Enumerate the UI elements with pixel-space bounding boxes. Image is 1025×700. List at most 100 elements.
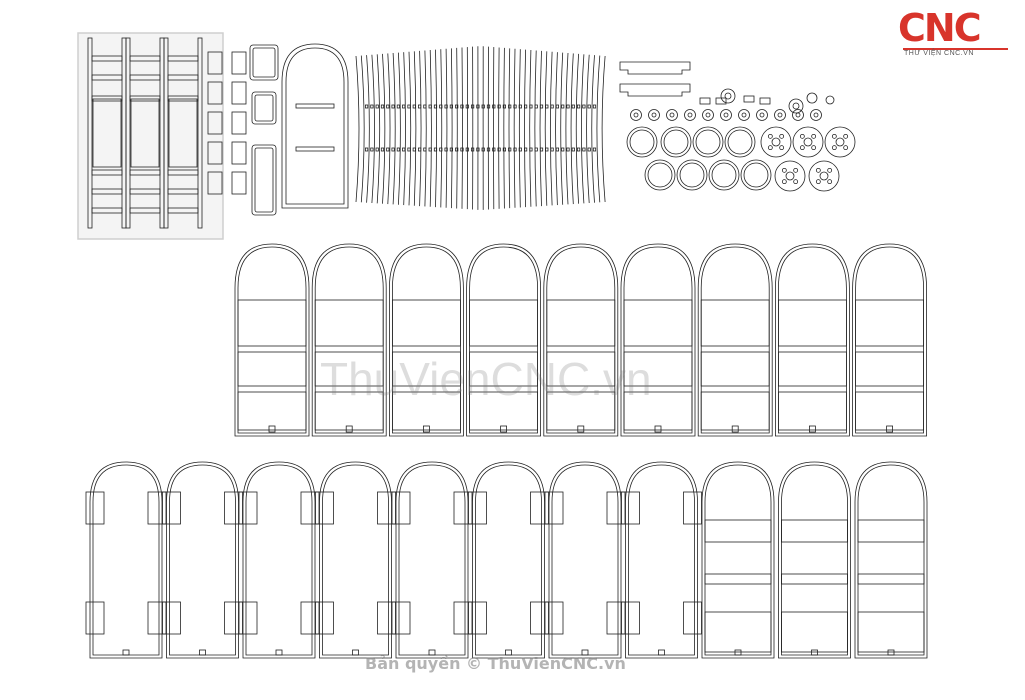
rib-notch [555, 104, 560, 109]
window-opening [546, 299, 616, 347]
wheel-inner [629, 129, 655, 155]
clip [715, 97, 727, 105]
rib [591, 55, 595, 203]
tab-right [453, 491, 473, 525]
rib-notch [439, 104, 443, 109]
panel-row-1 [234, 243, 927, 437]
window-opening [237, 351, 307, 387]
rib [440, 49, 443, 208]
rib-notch [439, 147, 443, 152]
rib-notch [587, 104, 591, 109]
rib [503, 47, 505, 209]
window-opening [623, 351, 693, 387]
floor-panel-inner [398, 464, 466, 656]
washer-hole [777, 112, 783, 118]
rib-notch [455, 104, 459, 109]
washer [792, 109, 804, 121]
window-opening [700, 299, 770, 347]
lower-opening [391, 391, 461, 431]
rib-notch [423, 147, 427, 152]
hub [803, 137, 813, 147]
hub-bolt [799, 145, 805, 151]
rib-notch [380, 147, 385, 152]
tab-left [85, 601, 105, 635]
floor-panel-inner [704, 464, 772, 656]
rib-notch [449, 104, 454, 109]
side-piece [231, 111, 247, 135]
rib [424, 50, 427, 207]
parts-sheet-bg [77, 32, 224, 240]
rib-notch [380, 104, 385, 109]
hub-bolt [831, 145, 837, 151]
washer [738, 109, 750, 121]
rib [429, 50, 432, 207]
rib-notch [518, 147, 522, 152]
rib-notch [545, 104, 549, 109]
floor-panel-inner [857, 464, 925, 656]
window-opening [469, 351, 539, 387]
side-panel-inner [778, 246, 847, 434]
gear [720, 88, 736, 104]
top-left-parts-sheet [77, 32, 349, 240]
rib-notch [513, 104, 517, 109]
cnc-logo[interactable]: CNC THƯ VIỆN CNC.VN [898, 6, 1018, 62]
rib-notch [417, 147, 422, 152]
rail [129, 207, 161, 214]
rib-notch [423, 104, 427, 109]
hub-bolt [811, 145, 817, 151]
rib-notch [412, 147, 416, 152]
hub-wheel [774, 160, 806, 192]
floor-panel [854, 461, 928, 659]
floor-panel [319, 461, 392, 659]
logo-subtext: THƯ VIỆN CNC.VN [904, 50, 974, 57]
rib-notch [407, 104, 411, 109]
tab-left [621, 491, 640, 525]
side-piece [207, 171, 223, 195]
rib [419, 50, 422, 207]
side-piece [207, 81, 223, 105]
rib-notch [582, 147, 586, 152]
rib [508, 48, 511, 209]
rib-notch [534, 104, 538, 109]
tab-right [683, 601, 702, 635]
door-piece [251, 91, 277, 125]
side-panel-inner [855, 246, 924, 434]
rib-notch [577, 104, 581, 109]
side-panel [466, 243, 541, 437]
tab-left [468, 601, 487, 635]
tab-right [377, 491, 396, 525]
side-piece [231, 141, 247, 165]
rib-notch [524, 147, 528, 152]
rib-notch [375, 147, 379, 152]
washer-hole [669, 112, 675, 118]
rib-notch [571, 104, 575, 109]
washer-hole [813, 112, 819, 118]
slot-band [781, 573, 848, 585]
rib-notch [508, 104, 512, 109]
rib-notch [375, 104, 379, 109]
rib-notch [364, 104, 369, 109]
tab-slot [345, 425, 353, 433]
rib-notch [391, 104, 395, 109]
floor-panel-inner [475, 464, 542, 656]
tab-right [224, 601, 243, 635]
rib [403, 52, 406, 206]
wheel-inner [679, 162, 705, 188]
washer-hole [723, 112, 729, 118]
tab-right [530, 601, 549, 635]
rib-notch [470, 147, 475, 152]
tab-left [468, 491, 487, 525]
rib-notch [486, 147, 491, 152]
slot-band [781, 519, 848, 543]
window-opening [700, 351, 770, 387]
lower-opening [237, 391, 307, 431]
tab-left [544, 491, 564, 525]
washer-hole [651, 112, 657, 118]
side-panel-inner [392, 246, 461, 434]
rib-notch [497, 147, 501, 152]
floor-panel-inner [628, 464, 695, 656]
rib-notch [529, 104, 533, 109]
tab-left [391, 491, 411, 525]
rib-notch [407, 147, 411, 152]
side-piece [231, 81, 247, 105]
